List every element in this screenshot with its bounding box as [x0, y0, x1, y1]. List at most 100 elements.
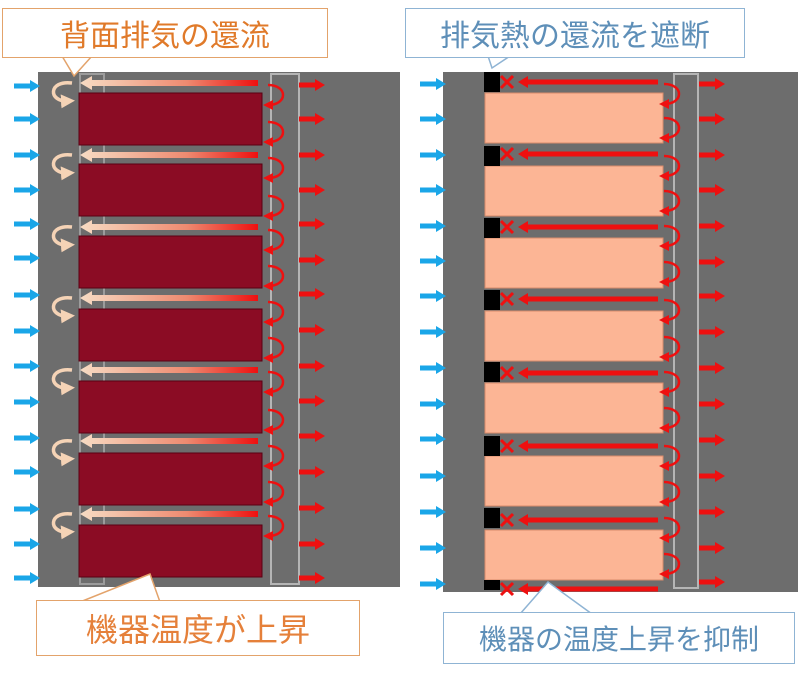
- hot-device-4: [78, 308, 263, 362]
- inlet-arrow-icon: [420, 578, 446, 590]
- blocked-x-icon: [499, 219, 515, 235]
- inlet-arrow-icon: [14, 432, 40, 444]
- recirculation-curl-icon: [51, 512, 75, 540]
- hot-device-2: [78, 163, 263, 217]
- inlet-arrow-icon: [420, 149, 446, 161]
- blanking-panel-6: [484, 436, 500, 456]
- blocked-x-icon: [499, 581, 515, 597]
- inlet-arrow-icon: [14, 252, 40, 264]
- inlet-arrow-icon: [14, 113, 40, 125]
- cool-device-3: [484, 237, 664, 289]
- blanking-panel-4: [484, 290, 500, 310]
- exhaust-arrow-icon: [299, 430, 325, 442]
- exhaust-curl-icon: [263, 370, 285, 397]
- cool-device-4: [484, 310, 664, 362]
- exhaust-arrow-icon: [699, 113, 725, 125]
- inlet-arrow-icon: [14, 572, 40, 584]
- exhaust-curl-icon: [263, 194, 285, 221]
- inlet-arrow-icon: [420, 255, 446, 267]
- inlet-arrow-icon: [14, 396, 40, 408]
- blocked-x-icon: [499, 291, 515, 307]
- exhaust-curl-icon: [263, 228, 285, 255]
- exhaust-arrow-icon: [299, 254, 325, 266]
- blocked-x-icon: [499, 512, 515, 528]
- recirculation-curl-icon: [51, 225, 75, 253]
- inlet-arrow-icon: [14, 80, 40, 92]
- blanking-panel-3: [484, 218, 500, 238]
- inlet-arrow-icon: [420, 470, 446, 482]
- hot-device-6: [78, 452, 263, 506]
- exhaust-arrow-icon: [699, 290, 725, 302]
- exhaust-arrow-icon: [299, 538, 325, 550]
- inlet-arrow-icon: [420, 113, 446, 125]
- inlet-arrow-icon: [14, 289, 40, 301]
- exhaust-arrow-icon: [699, 470, 725, 482]
- recirculation-arrow-7: [80, 507, 258, 521]
- inlet-arrow-icon: [14, 149, 40, 161]
- callout-right-bottom-pointer: [519, 580, 593, 615]
- exhaust-curl-icon: [659, 335, 681, 362]
- rack-right-blocked: [420, 72, 798, 597]
- callout-left-top-pointer: [61, 55, 93, 78]
- inlet-arrow-icon: [420, 326, 446, 338]
- inlet-arrow-icon: [420, 78, 446, 90]
- recirculation-curl-icon: [51, 153, 75, 181]
- rack-left-recirculation: [14, 72, 400, 587]
- recirculation-arrow-4: [80, 291, 258, 305]
- exhaust-curl-icon: [659, 224, 681, 251]
- exhaust-curl-icon: [659, 82, 681, 109]
- label-exhaust-heat-blocked: 排気熱の還流を遮断: [405, 8, 745, 58]
- label-back-exhaust-recirculation: 背面排気の還流: [2, 8, 328, 58]
- callout-left-bottom-pointer: [79, 573, 161, 603]
- exhaust-arrow-icon: [699, 434, 725, 446]
- label-temperature-rise-suppressed: 機器の温度上昇を抑制: [443, 612, 795, 664]
- recirculation-arrow-6: [80, 434, 258, 448]
- blocked-exhaust-arrow: [518, 367, 658, 379]
- exhaust-arrow-icon: [699, 78, 725, 90]
- blocked-x-icon: [499, 438, 515, 454]
- blocked-x-icon: [499, 365, 515, 381]
- inlet-arrow-icon: [14, 360, 40, 372]
- exhaust-arrow-icon: [699, 149, 725, 161]
- exhaust-curl-icon: [659, 406, 681, 433]
- exhaust-arrow-icon: [699, 542, 725, 554]
- exhaust-arrow-icon: [299, 360, 325, 372]
- exhaust-curl-icon: [263, 264, 285, 291]
- cool-device-2: [484, 165, 664, 217]
- blanking-panel-8: [484, 580, 500, 590]
- blocked-exhaust-arrow: [518, 76, 658, 88]
- blocked-exhaust-arrow: [518, 293, 658, 305]
- exhaust-arrow-icon: [299, 288, 325, 300]
- exhaust-curl-icon: [263, 120, 285, 147]
- exhaust-curl-icon: [659, 370, 681, 397]
- exhaust-arrow-icon: [699, 398, 725, 410]
- exhaust-arrow-icon: [299, 149, 325, 161]
- inlet-arrow-icon: [420, 290, 446, 302]
- inlet-arrow-icon: [420, 506, 446, 518]
- blanking-panel-5: [484, 362, 500, 382]
- blocked-exhaust-arrow: [518, 148, 658, 160]
- inlet-arrow-icon: [420, 220, 446, 232]
- exhaust-arrow-icon: [299, 184, 325, 196]
- blocked-exhaust-arrow: [518, 221, 658, 233]
- exhaust-curl-icon: [659, 480, 681, 507]
- recirculation-curl-icon: [51, 368, 75, 396]
- inlet-arrow-icon: [420, 362, 446, 374]
- exhaust-curl-icon: [263, 480, 285, 507]
- exhaust-arrow-icon: [699, 184, 725, 196]
- exhaust-curl-icon: [263, 83, 285, 110]
- exhaust-arrow-icon: [699, 506, 725, 518]
- recirculation-curl-icon: [51, 439, 75, 467]
- rack-right-rear-rail: [673, 73, 699, 589]
- blocked-x-icon: [499, 74, 515, 90]
- exhaust-arrow-icon: [299, 324, 325, 336]
- recirculation-arrow-5: [80, 363, 258, 377]
- exhaust-arrow-icon: [699, 256, 725, 268]
- exhaust-curl-icon: [659, 189, 681, 216]
- exhaust-arrow-icon: [699, 576, 725, 588]
- inlet-arrow-icon: [420, 184, 446, 196]
- hot-device-3: [78, 235, 263, 289]
- exhaust-arrow-icon: [699, 326, 725, 338]
- exhaust-arrow-icon: [699, 362, 725, 374]
